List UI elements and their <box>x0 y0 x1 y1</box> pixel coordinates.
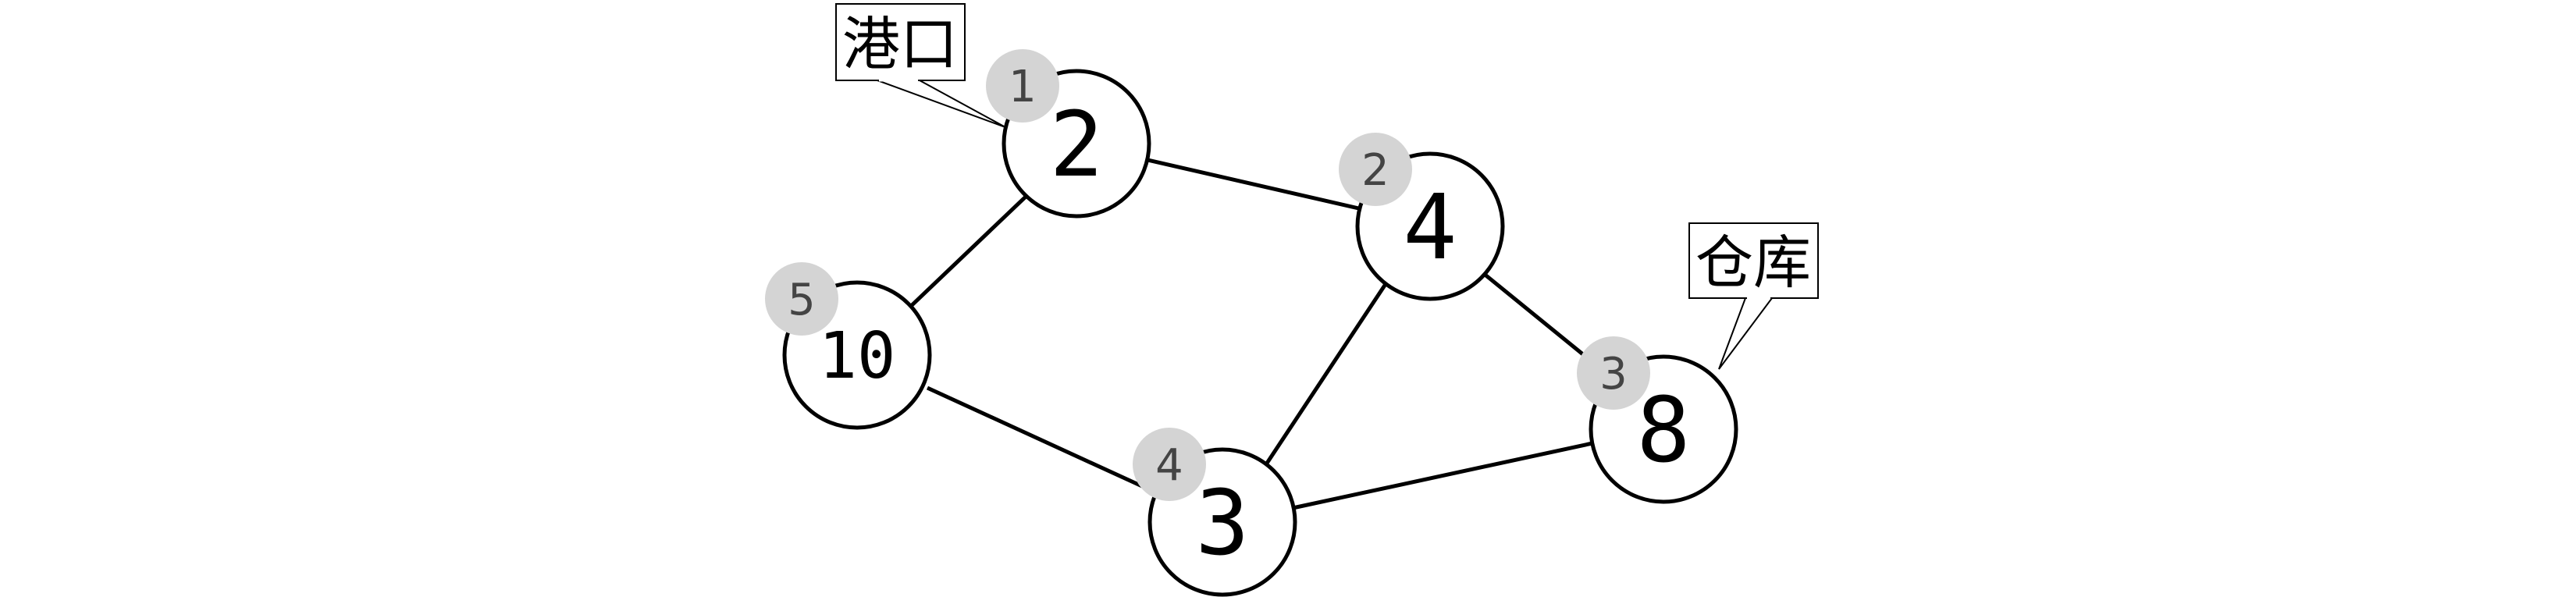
edge-3-8 <box>1292 441 1593 510</box>
node-2-label: 2 <box>1049 93 1103 197</box>
node-3-badge <box>1133 428 1206 501</box>
edges <box>906 141 1598 510</box>
node-3: 3 4 <box>1133 428 1297 597</box>
node-8-badge <box>1577 336 1650 410</box>
edge-10-3 <box>926 386 1152 492</box>
node-4-badge-label: 2 <box>1361 145 1389 196</box>
node-10-label: 10 <box>819 319 896 393</box>
node-2-badge <box>986 49 1059 123</box>
callout-port: 港口 <box>835 3 1006 128</box>
callout-warehouse-pointer <box>1718 297 1774 370</box>
node-2-badge-label: 1 <box>1009 62 1037 112</box>
node-4-label: 4 <box>1403 176 1457 280</box>
node-2: 2 1 <box>986 49 1151 219</box>
edge-2-10 <box>906 195 1027 311</box>
callout-port-label: 港口 <box>842 11 958 78</box>
node-8: 8 3 <box>1577 336 1738 504</box>
node-3-label: 3 <box>1195 471 1249 576</box>
node-3-badge-label: 4 <box>1155 440 1183 491</box>
node-10: 10 5 <box>765 262 932 430</box>
edge-4-8 <box>1482 272 1598 367</box>
node-8-label: 8 <box>1636 378 1690 483</box>
node-4: 4 2 <box>1339 133 1505 301</box>
callout-warehouse: 仓库 <box>1688 222 1819 370</box>
callout-warehouse-label: 仓库 <box>1695 229 1811 297</box>
callout-port-box <box>835 3 966 81</box>
node-8-badge-label: 3 <box>1599 349 1628 400</box>
node-10-badge <box>765 262 838 336</box>
node-4-badge <box>1339 133 1412 206</box>
node-10-badge-label: 5 <box>788 275 816 325</box>
edge-3-4 <box>1264 283 1388 466</box>
